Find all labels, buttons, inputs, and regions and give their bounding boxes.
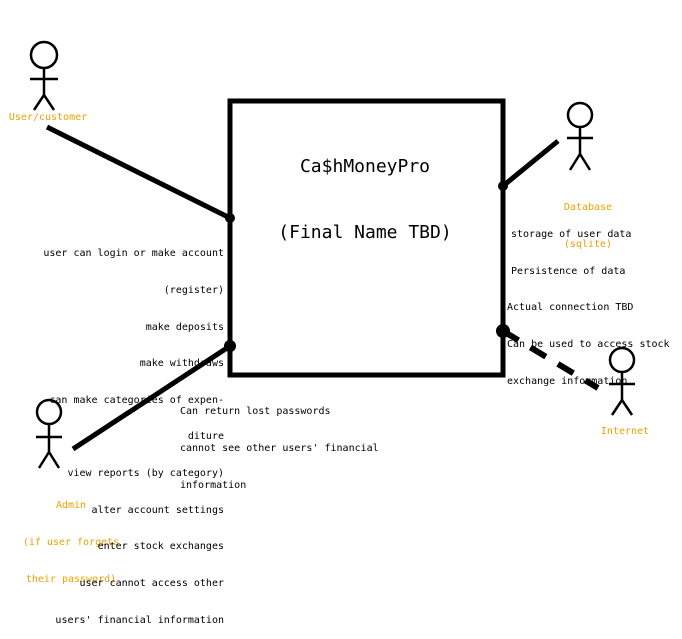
system-title: Ca$hMoneyPro (Final Name TBD): [250, 112, 480, 266]
internet-note: Can be used to access stock: [507, 339, 670, 351]
user-note: make deposits: [145, 321, 224, 333]
database-notes: storage of user data Persistence of data: [511, 205, 631, 290]
admin-notes: Can return lost passwords cannot see oth…: [180, 382, 379, 504]
database-note: Persistence of data: [511, 266, 626, 278]
system-title-line2: (Final Name TBD): [278, 222, 452, 243]
user-note: make withdraws: [139, 358, 224, 370]
internet-connection-point: [496, 324, 510, 338]
user-actor-icon: [29, 40, 59, 111]
user-connection-point: [225, 213, 235, 223]
system-title-line1: Ca$hMoneyPro: [299, 156, 431, 177]
admin-note: Can return lost passwords: [180, 406, 331, 418]
user-actor-label: User/customer: [8, 112, 88, 123]
user-note: users' financial information: [55, 614, 224, 626]
user-note: enter stock exchanges: [97, 541, 224, 553]
database-actor-label: Database (sqlite): [548, 178, 628, 263]
system-boundary: [227, 98, 506, 378]
admin-note: cannot see other users' financial: [180, 443, 379, 455]
user-note: user can login or make account: [43, 248, 224, 260]
admin-note: information: [180, 479, 247, 491]
user-note: can make categories of expen-: [49, 394, 224, 406]
admin-actor-icon: [35, 398, 63, 469]
internet-note: exchange information: [507, 375, 628, 387]
database-connection-point: [498, 181, 508, 191]
database-label-line1: Database: [563, 202, 613, 214]
admin-label-line1: Admin: [55, 500, 87, 512]
database-connection-line: [501, 139, 560, 188]
user-note: user cannot access other: [79, 577, 225, 589]
internet-note: Actual connection TBD: [507, 302, 634, 314]
user-note: view reports (by category): [67, 468, 224, 480]
database-label-line2: (sqlite): [563, 239, 613, 251]
user-note: diture: [187, 431, 224, 443]
user-note: alter account settings: [91, 504, 224, 516]
user-note: (register): [163, 285, 224, 297]
database-actor-icon: [566, 101, 594, 171]
internet-actor-icon: [608, 346, 636, 416]
database-note: storage of user data: [511, 229, 632, 241]
internet-notes: Actual connection TBD Can be used to acc…: [507, 278, 670, 400]
internet-actor-label: Internet: [600, 426, 650, 437]
admin-connection-point: [224, 340, 236, 352]
use-case-diagram: [29, 40, 636, 469]
user-connection-line: [45, 124, 232, 221]
admin-connection-line: [71, 343, 232, 452]
